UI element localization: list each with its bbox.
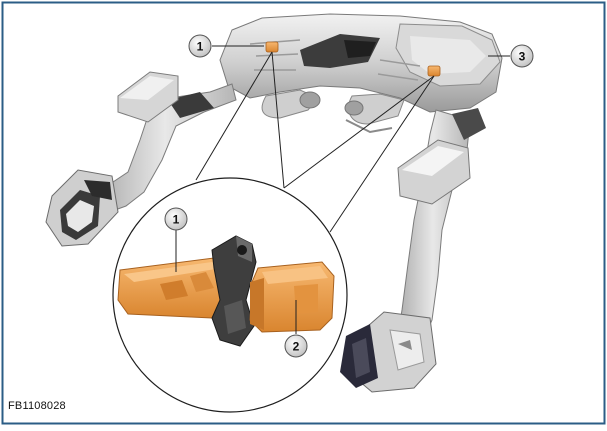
figure-id-label: FB1108028 [8, 400, 66, 412]
callout-number: 2 [293, 340, 300, 354]
sensor-marker-right [427, 65, 441, 77]
callout-1-main: 1 [188, 34, 264, 58]
sensor-detail-magnifier [112, 177, 348, 413]
callout-1-detail: 1 [164, 207, 188, 272]
sensor-marker-left [265, 41, 279, 53]
intake-manifold-assembly [45, 13, 503, 393]
callout-2-detail: 2 [284, 300, 308, 358]
callout-3: 3 [488, 44, 534, 68]
detail-leader-lines [195, 51, 435, 233]
callout-number: 3 [519, 50, 526, 64]
callout-number: 1 [197, 40, 204, 54]
callout-number: 1 [173, 213, 180, 227]
